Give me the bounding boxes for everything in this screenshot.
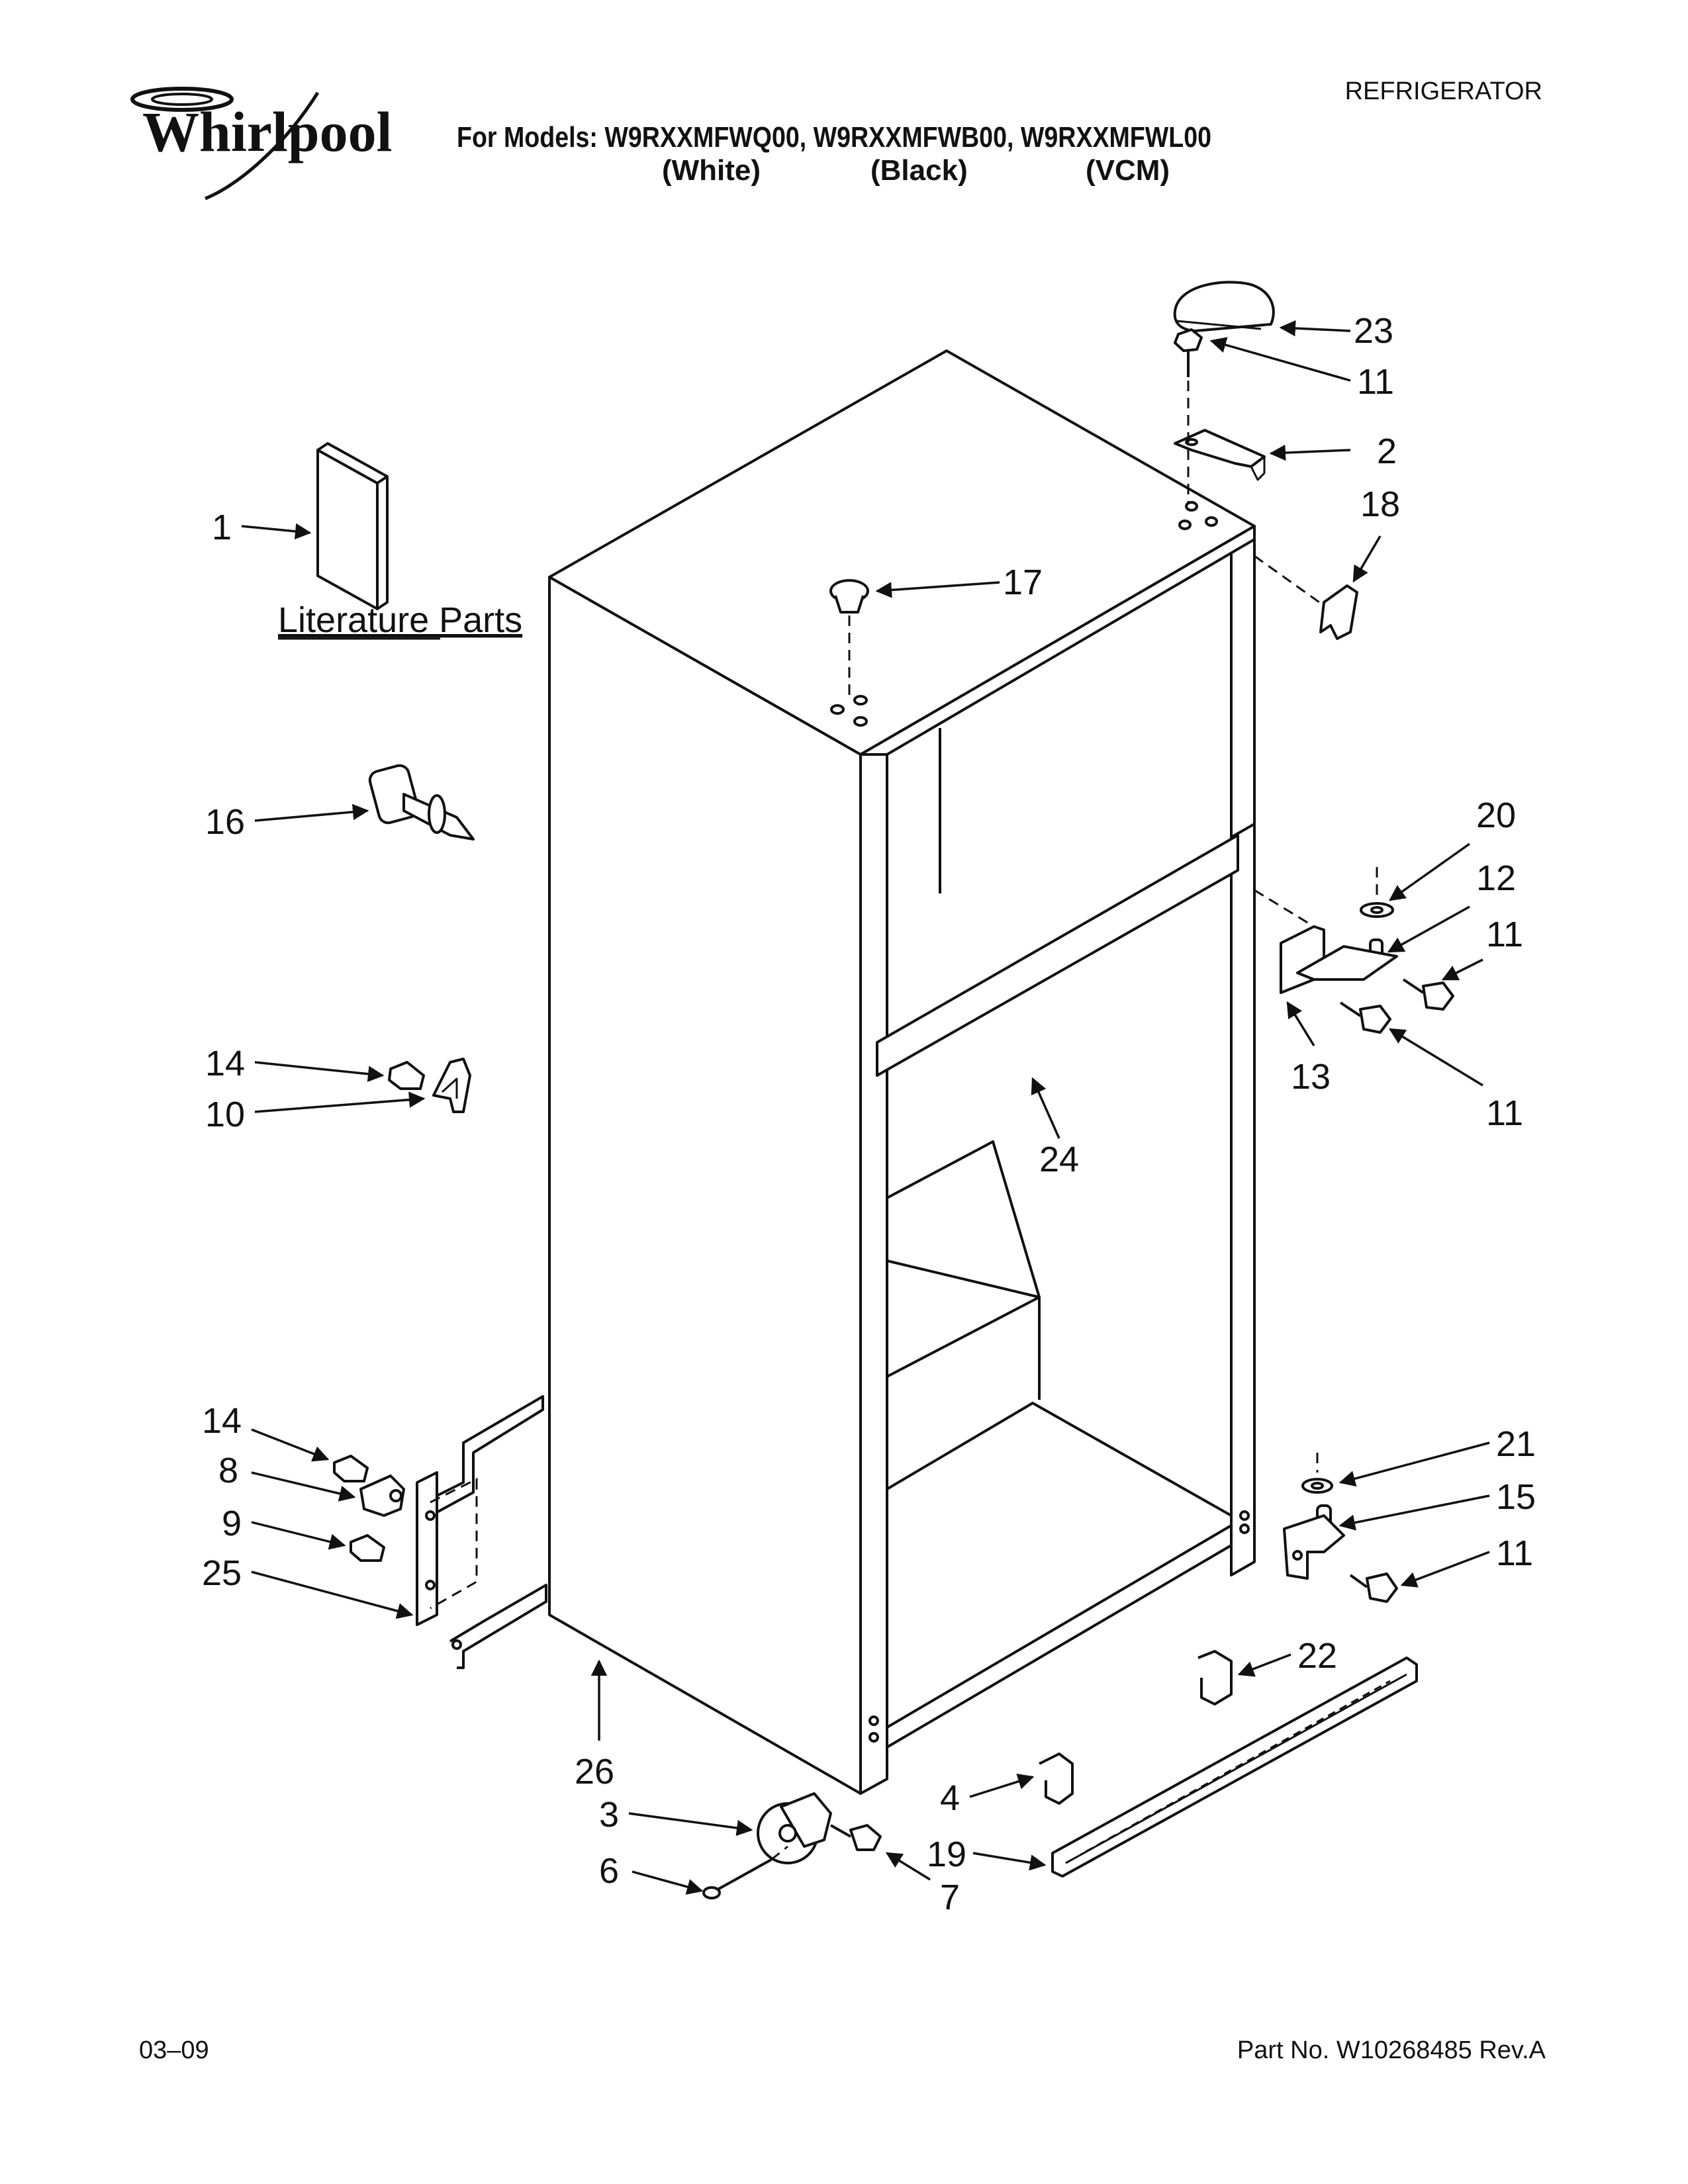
- color-vcm: (VCM): [1086, 154, 1170, 187]
- literature-parts-booklet: [316, 442, 389, 610]
- bottom-left-bracket-assembly: [416, 1395, 547, 1669]
- bottom-left-screw-9: [350, 1534, 385, 1562]
- top-hinge: [1174, 429, 1266, 481]
- center-hinge-washer: [1360, 902, 1394, 918]
- base-grille: [1051, 1657, 1418, 1878]
- top-hinge-cover: [1173, 281, 1275, 332]
- roller-screw: [830, 1824, 882, 1851]
- roller-axle-pin: [702, 1858, 772, 1899]
- footer-part-number: Part No. W10268485 Rev.A: [1237, 2036, 1546, 2064]
- door-closer-bracket-8: [359, 1475, 405, 1517]
- callout-15: 15: [1496, 1477, 1536, 1517]
- callout-3: 3: [599, 1795, 619, 1835]
- center-hinge-screw-left: [1339, 1001, 1391, 1034]
- callout-10: 10: [205, 1095, 245, 1134]
- hinge-hole-plug: [1319, 584, 1358, 640]
- callout-12: 12: [1476, 858, 1516, 898]
- leader-lines: [241, 320, 1490, 1895]
- bottom-hinge-washer: [1301, 1478, 1333, 1494]
- callout-24: 24: [1039, 1140, 1079, 1179]
- callout-18: 18: [1360, 484, 1400, 524]
- grille-clip-4: [1039, 1752, 1074, 1805]
- hinge-screw-top: [1174, 328, 1203, 377]
- callout-8: 8: [218, 1451, 238, 1490]
- bottom-left-screw-14: [333, 1455, 369, 1482]
- literature-parts-label: Literature Parts: [278, 600, 522, 640]
- callout-23: 23: [1354, 311, 1393, 351]
- callout-22: 22: [1297, 1636, 1337, 1676]
- callout-11c: 11: [1486, 1093, 1523, 1133]
- door-stop: [368, 764, 475, 841]
- callout-25: 25: [202, 1553, 242, 1593]
- callout-1: 1: [212, 508, 232, 547]
- cabinet-top-plug: [829, 579, 869, 614]
- callout-11a: 11: [1357, 362, 1394, 402]
- color-black: (Black): [870, 154, 968, 187]
- callout-9: 9: [222, 1504, 242, 1543]
- callout-16: 16: [205, 802, 245, 842]
- callout-14a: 14: [205, 1044, 245, 1083]
- color-white: (White): [662, 154, 761, 187]
- callout-11d: 11: [1496, 1533, 1533, 1573]
- bottom-hinge-screw: [1349, 1572, 1398, 1603]
- bottom-hinge: [1283, 1514, 1345, 1580]
- callout-7: 7: [940, 1878, 960, 1917]
- category-title: REFRIGERATOR: [1345, 77, 1542, 105]
- footer-date: 03–09: [139, 2036, 209, 2064]
- whirlpool-logo: Whirlpool: [130, 87, 393, 201]
- callout-26: 26: [575, 1752, 614, 1792]
- callout-6: 6: [599, 1851, 619, 1891]
- refrigerator-cabinet: [548, 349, 1256, 1795]
- callout-19: 19: [927, 1835, 966, 1874]
- center-hinge-bracket: [1280, 925, 1398, 994]
- center-hinge-screw-right: [1402, 978, 1454, 1011]
- door-closer-cam: [432, 1058, 471, 1113]
- callout-13: 13: [1291, 1057, 1331, 1097]
- callout-2: 2: [1377, 432, 1397, 471]
- callout-14b: 14: [202, 1401, 242, 1441]
- callout-4: 4: [940, 1778, 960, 1818]
- callout-21: 21: [1496, 1424, 1536, 1464]
- callout-20: 20: [1476, 796, 1516, 835]
- callout-11b: 11: [1486, 915, 1523, 954]
- logo-text: Whirlpool: [142, 100, 393, 163]
- models-line: For Models: W9RXXMFWQ00, W9RXXMFWB00, W9…: [457, 121, 1211, 154]
- grille-clip-22: [1197, 1650, 1233, 1706]
- callout-17: 17: [1003, 563, 1043, 602]
- front-roller: [757, 1792, 832, 1864]
- left-door-closer-screw: [388, 1061, 425, 1090]
